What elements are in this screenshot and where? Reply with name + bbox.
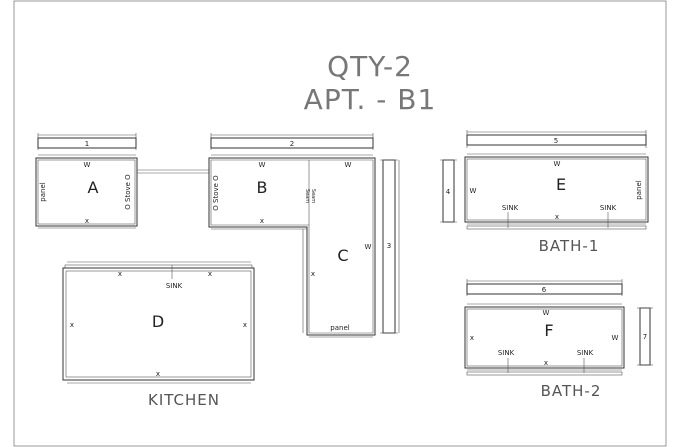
piece-f-x-bottom: x <box>544 359 548 367</box>
piece-c-seam-1: Seam <box>304 189 310 203</box>
piece-a-stove: O Stove O <box>124 174 132 210</box>
piece-b-label: B <box>257 178 268 197</box>
strip-5-label: 5 <box>554 137 558 145</box>
piece-d-x-left: x <box>70 321 74 329</box>
piece-e-panel: panel <box>635 180 643 199</box>
sheet-border <box>13 0 667 447</box>
piece-b-stove: O Stove O <box>212 175 220 211</box>
piece-b-x: x <box>260 217 264 225</box>
piece-f-w-top: W <box>543 309 550 317</box>
piece-f-label: F <box>544 321 553 340</box>
room-bath-1: BATH-1 <box>539 237 600 255</box>
strip-1: 1 <box>37 133 137 150</box>
piece-e: W E W panel SINK SINK x <box>464 153 649 230</box>
piece-d: x x SINK D x x x <box>62 261 255 384</box>
piece-e-x: x <box>555 213 559 221</box>
piece-d-x-bottom: x <box>156 370 160 378</box>
piece-e-sink-left: SINK <box>502 204 519 212</box>
piece-c: W C W x panel Seam Seam <box>302 161 373 338</box>
piece-f: W F x W SINK SINK x <box>464 303 625 376</box>
piece-a-label: A <box>88 178 99 197</box>
piece-f-x-left: x <box>470 334 474 342</box>
piece-c-label: C <box>337 246 348 265</box>
quantity-title: QTY-2 <box>327 50 413 83</box>
piece-a-w: W <box>84 161 91 169</box>
strip-6: 6 <box>466 279 623 296</box>
piece-e-label: E <box>556 175 566 194</box>
piece-d-label: D <box>152 312 164 331</box>
strip-7: 7 <box>637 307 653 366</box>
room-bath-2: BATH-2 <box>541 382 602 400</box>
strip-3-label: 3 <box>387 242 391 250</box>
piece-d-x-top-right: x <box>208 270 212 278</box>
piece-f-sink-left: SINK <box>498 349 515 357</box>
strip-7-label: 7 <box>643 333 647 341</box>
strip-1-label: 1 <box>85 140 89 148</box>
strip-2: 2 <box>210 133 374 150</box>
room-kitchen: KITCHEN <box>148 391 220 409</box>
piece-a: W A x panel O Stove O <box>35 154 138 229</box>
strip-6-label: 6 <box>542 286 547 294</box>
piece-c-w-top: W <box>345 161 352 169</box>
piece-b-w: W <box>259 161 266 169</box>
piece-b: W B x O Stove O <box>208 154 376 336</box>
piece-c-seam-2: Seam <box>310 189 316 203</box>
piece-a-panel: panel <box>39 182 47 201</box>
piece-d-sink: SINK <box>166 282 183 290</box>
apartment-title: APT. - B1 <box>304 83 437 116</box>
piece-e-sink-right: SINK <box>600 204 617 212</box>
piece-d-x-top-left: x <box>118 270 122 278</box>
piece-f-sink-right: SINK <box>577 349 594 357</box>
strip-3: 3 <box>380 159 400 334</box>
piece-a-x: x <box>85 217 89 225</box>
strip-5: 5 <box>466 130 647 148</box>
piece-c-x: x <box>311 270 315 278</box>
strip-4: 4 <box>440 159 457 223</box>
piece-c-panel: panel <box>330 324 349 332</box>
piece-d-x-right: x <box>243 321 247 329</box>
strip-2-label: 2 <box>290 140 294 148</box>
piece-e-w-left: W <box>470 187 477 195</box>
strip-4-label: 4 <box>446 188 451 196</box>
piece-e-w-top: W <box>554 160 561 168</box>
piece-c-w-side: W <box>365 243 372 251</box>
piece-f-w-right: W <box>612 334 619 342</box>
